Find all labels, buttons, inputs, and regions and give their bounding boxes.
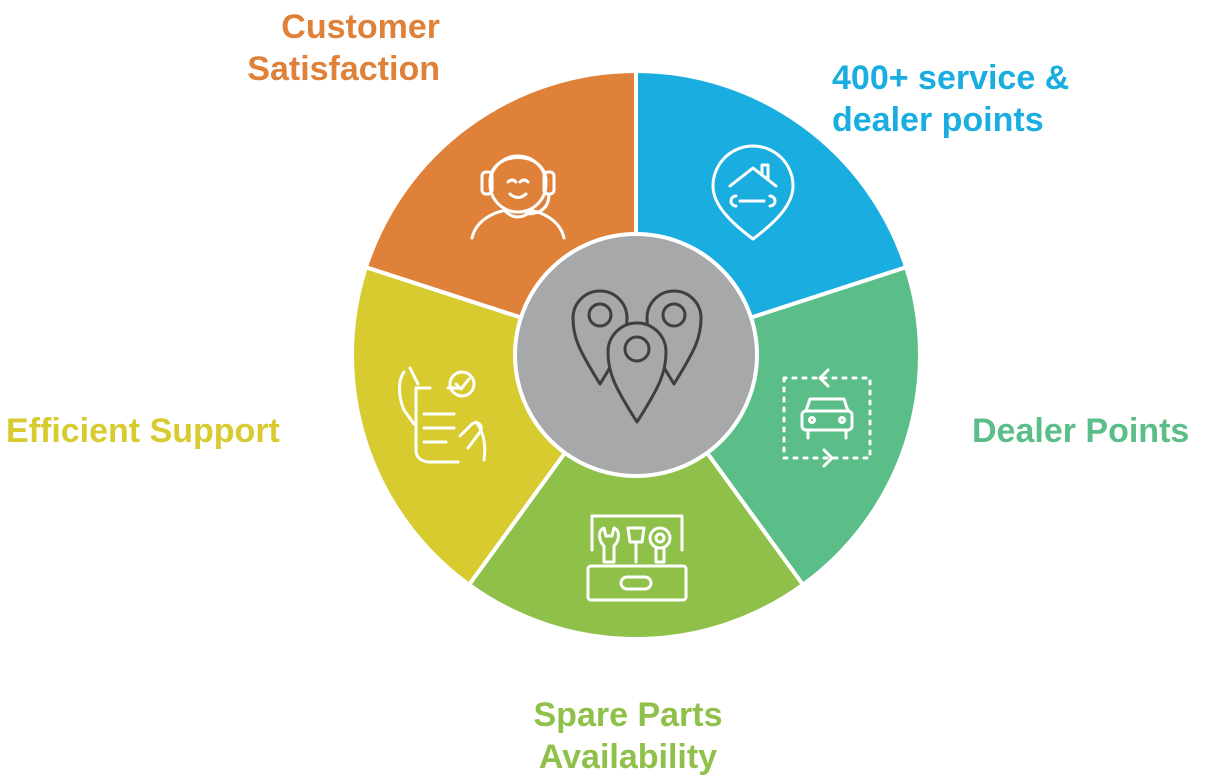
label-line: Availability (538, 738, 718, 776)
location-pins-icon (571, 289, 703, 424)
label-customer-satisfaction: Customer Satisfaction (200, 6, 440, 90)
label-line: Dealer Points (972, 412, 1190, 450)
label-service-dealer-points: 400+ service & dealer points (832, 57, 1152, 141)
label-line: 400+ service & (832, 59, 1070, 97)
label-line: Efficient Support (6, 412, 280, 450)
label-efficient-support: Efficient Support (6, 410, 316, 452)
label-line: Spare Parts (533, 696, 723, 734)
label-line: Satisfaction (247, 50, 440, 88)
checklist-document-icon (398, 366, 487, 464)
label-dealer-points: Dealer Points (972, 410, 1212, 452)
car-route-icon (782, 368, 872, 468)
segment-spare-parts (467, 353, 805, 641)
label-line: Customer (281, 8, 440, 46)
customer-support-agent-icon (470, 154, 566, 240)
home-repair-location-pin-icon (711, 144, 795, 241)
label-spare-parts-availability: Spare Parts Availability (478, 694, 778, 778)
toolbox-icon (586, 514, 688, 602)
label-line: dealer points (832, 101, 1044, 139)
